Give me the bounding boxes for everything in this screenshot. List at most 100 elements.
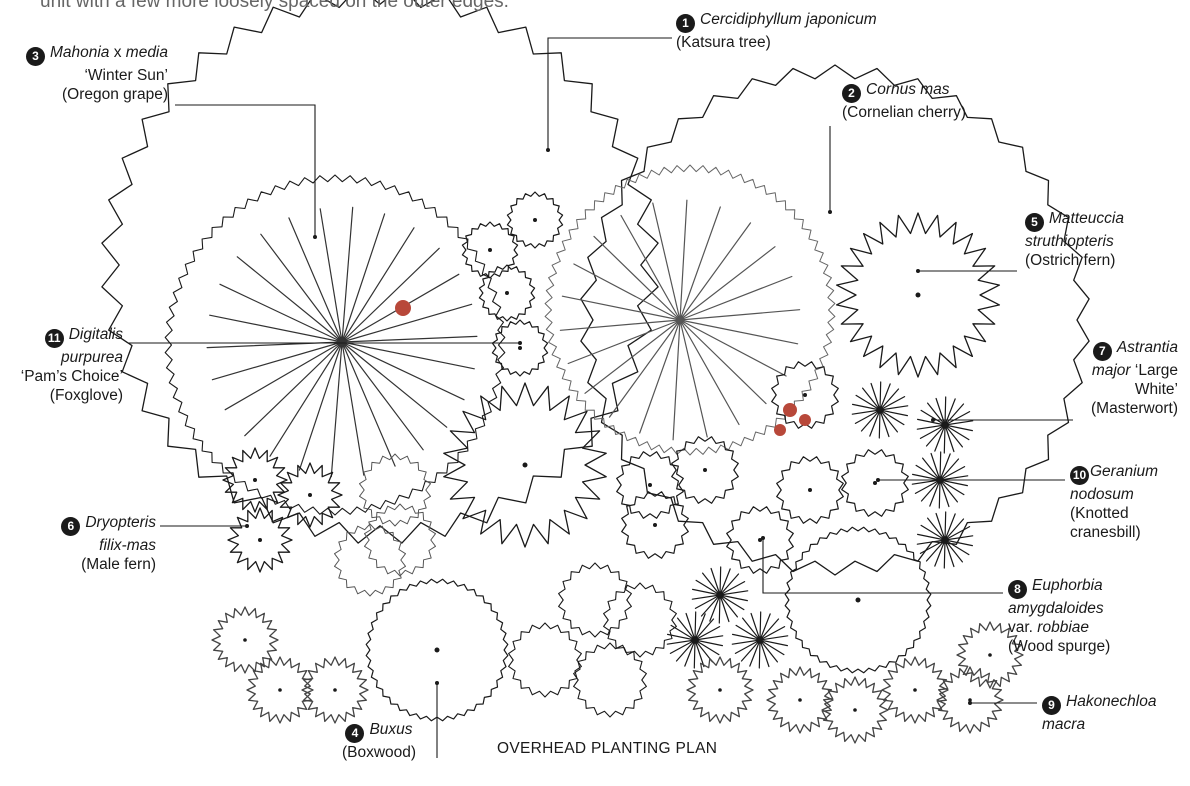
fern-understory-1 bbox=[359, 453, 431, 527]
fern-understory-3 bbox=[334, 523, 406, 597]
geranium-center-dot bbox=[808, 488, 812, 492]
number-badge: 3 bbox=[25, 47, 45, 66]
hakonechloa-symbol-6 bbox=[821, 676, 889, 744]
intro-text: unit with a few more loosely spaced on t… bbox=[40, 0, 509, 12]
shrub-outline bbox=[544, 164, 836, 456]
hakonechloa-symbol-2 bbox=[246, 656, 314, 724]
berry-dot bbox=[774, 424, 786, 436]
scientific-name: Mahonia bbox=[49, 44, 110, 61]
small-shrub-center-dot bbox=[533, 218, 537, 222]
small-shrub-outline-1 bbox=[506, 191, 564, 249]
hakonechloa-symbol-8 bbox=[936, 666, 1004, 734]
astrantia-spikes-1 bbox=[851, 381, 909, 439]
geranium-center-dot bbox=[803, 393, 807, 397]
euphorbia-outline-4 bbox=[573, 642, 647, 718]
mahonia-spokes bbox=[206, 206, 478, 478]
hakonechloa-symbol-7 bbox=[881, 656, 949, 724]
small-shrub-outline-4 bbox=[491, 319, 549, 377]
common-name: (Male fern) bbox=[81, 556, 156, 573]
leader-end-dot bbox=[245, 524, 249, 528]
katsura-canopy-outline bbox=[101, 0, 659, 544]
scientific-name: amygdaloides bbox=[1008, 600, 1104, 617]
male-fern-symbol-2 bbox=[277, 462, 343, 528]
central-shrub-symbol bbox=[443, 382, 607, 548]
plan-caption: OVERHEAD PLANTING PLAN bbox=[497, 740, 718, 757]
hakonechloa-center-dot bbox=[988, 653, 992, 657]
leader-end-dot bbox=[876, 478, 880, 482]
leader-end-dot bbox=[435, 681, 439, 685]
geranium-outline-3 bbox=[776, 456, 844, 524]
leader-end-dot bbox=[313, 235, 317, 239]
hakonechloa-symbol-9 bbox=[956, 621, 1024, 689]
cultivar-name: ‘Pam’s Choice’ bbox=[20, 368, 123, 385]
cultivar-name: ‘Large bbox=[1134, 362, 1178, 379]
common-name: (Masterwort) bbox=[1091, 400, 1178, 417]
geranium-center-dot bbox=[648, 483, 652, 487]
common-name: (Knotted bbox=[1070, 505, 1129, 522]
small-shrub-outline-3 bbox=[478, 264, 536, 322]
scientific-name: Euphorbia bbox=[1032, 577, 1103, 594]
euphorbia-large-center-dot bbox=[855, 597, 861, 603]
euphorbia-outline-1 bbox=[558, 562, 632, 638]
variety-prefix: var. bbox=[1008, 619, 1038, 636]
hakonechloa-center-dot bbox=[968, 698, 972, 702]
hakonechloa-center-dot bbox=[243, 638, 247, 642]
geranium-center-dot bbox=[873, 481, 877, 485]
ostrich-fern-symbol bbox=[835, 212, 1001, 378]
scientific-name: Dryopteris bbox=[85, 514, 156, 531]
berry-dot bbox=[783, 403, 797, 417]
geranium-outline-6 bbox=[726, 506, 794, 574]
leader-line-1 bbox=[547, 37, 672, 150]
berry-dot bbox=[395, 300, 411, 316]
ostrich-fern-center-dot bbox=[915, 292, 921, 298]
leader-end-dot bbox=[931, 418, 935, 422]
number-badge: 7 bbox=[1092, 342, 1112, 361]
scientific-name: Hakonechloa bbox=[1066, 693, 1157, 710]
common-name: (Cornelian cherry) bbox=[842, 104, 967, 121]
hakonechloa-center-dot bbox=[718, 688, 722, 692]
cultivar-name: ‘Winter Sun’ bbox=[84, 67, 168, 84]
hakonechloa-symbol-3 bbox=[301, 656, 369, 724]
hakonechloa-center-dot bbox=[333, 688, 337, 692]
scientific-name: Cercidiphyllum japonicum bbox=[700, 11, 877, 28]
boxwood-center-dot bbox=[434, 647, 440, 653]
male-fern-symbol-3 bbox=[227, 507, 293, 573]
male-fern-center-dot bbox=[308, 493, 312, 497]
hakonechloa-symbol-5 bbox=[766, 666, 834, 734]
number-badge: 4 bbox=[345, 724, 365, 743]
leader-end-dot bbox=[518, 341, 522, 345]
number-badge: 9 bbox=[1042, 696, 1061, 715]
geranium-center-dot bbox=[758, 538, 762, 542]
scientific-name: Cornus mas bbox=[866, 81, 950, 98]
scientific-name: filix-mas bbox=[99, 537, 156, 554]
variety-name: robbiae bbox=[1037, 619, 1090, 636]
scientific-name: Geranium bbox=[1090, 463, 1159, 480]
berry-dot bbox=[799, 414, 811, 426]
cultivar-name: White’ bbox=[1134, 381, 1178, 398]
leader-end-dot bbox=[546, 148, 550, 152]
astrantia-spikes-5 bbox=[691, 566, 749, 624]
leader-end-dot bbox=[761, 536, 765, 540]
astrantia-spikes-6 bbox=[666, 611, 724, 669]
scientific-name: Buxus bbox=[369, 721, 413, 738]
geranium-outline-5 bbox=[616, 451, 684, 519]
astrantia-spikes-3 bbox=[911, 451, 969, 509]
astrantia-spikes-4 bbox=[916, 511, 974, 569]
scientific-name: media bbox=[125, 44, 168, 61]
scientific-name: purpurea bbox=[60, 349, 123, 366]
astrantia-spikes-7 bbox=[731, 611, 789, 669]
common-name: (Foxglove) bbox=[49, 387, 123, 404]
leader-end-dot bbox=[916, 269, 920, 273]
male-fern-symbol-1 bbox=[222, 447, 288, 513]
scientific-name: major bbox=[1091, 362, 1131, 379]
number-badge: 6 bbox=[61, 517, 81, 536]
number-badge: 11 bbox=[44, 329, 64, 348]
